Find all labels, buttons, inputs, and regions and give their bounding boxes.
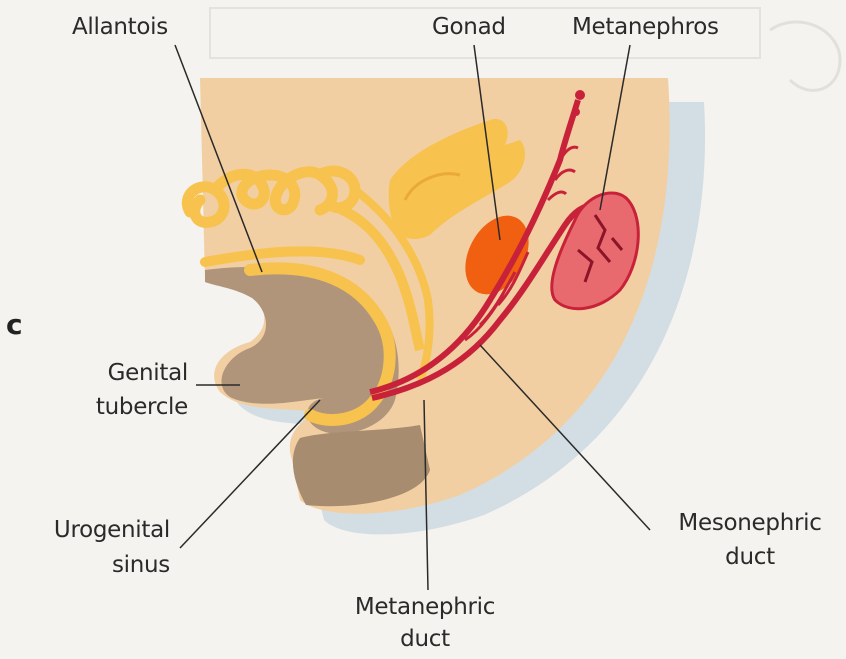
label-allantois: Allantois — [72, 12, 168, 42]
label-urogenital-sinus-line1: Urogenital — [30, 515, 170, 545]
label-genital-tubercle-line2: tubercle — [60, 392, 188, 422]
tubule-end-2 — [572, 108, 580, 116]
label-gonad: Gonad — [432, 12, 506, 42]
tubule-end — [575, 90, 585, 100]
label-metanephric-duct-line2: duct — [345, 624, 505, 654]
panel-label: c — [6, 308, 23, 341]
label-mesonephric-duct-line2: duct — [660, 542, 840, 572]
label-metanephric-duct-line1: Metanephric — [345, 592, 505, 622]
label-urogenital-sinus-line2: sinus — [30, 550, 170, 580]
label-genital-tubercle-line1: Genital — [60, 358, 188, 388]
label-metanephros: Metanephros — [572, 12, 719, 42]
label-mesonephric-duct-line1: Mesonephric — [660, 508, 840, 538]
